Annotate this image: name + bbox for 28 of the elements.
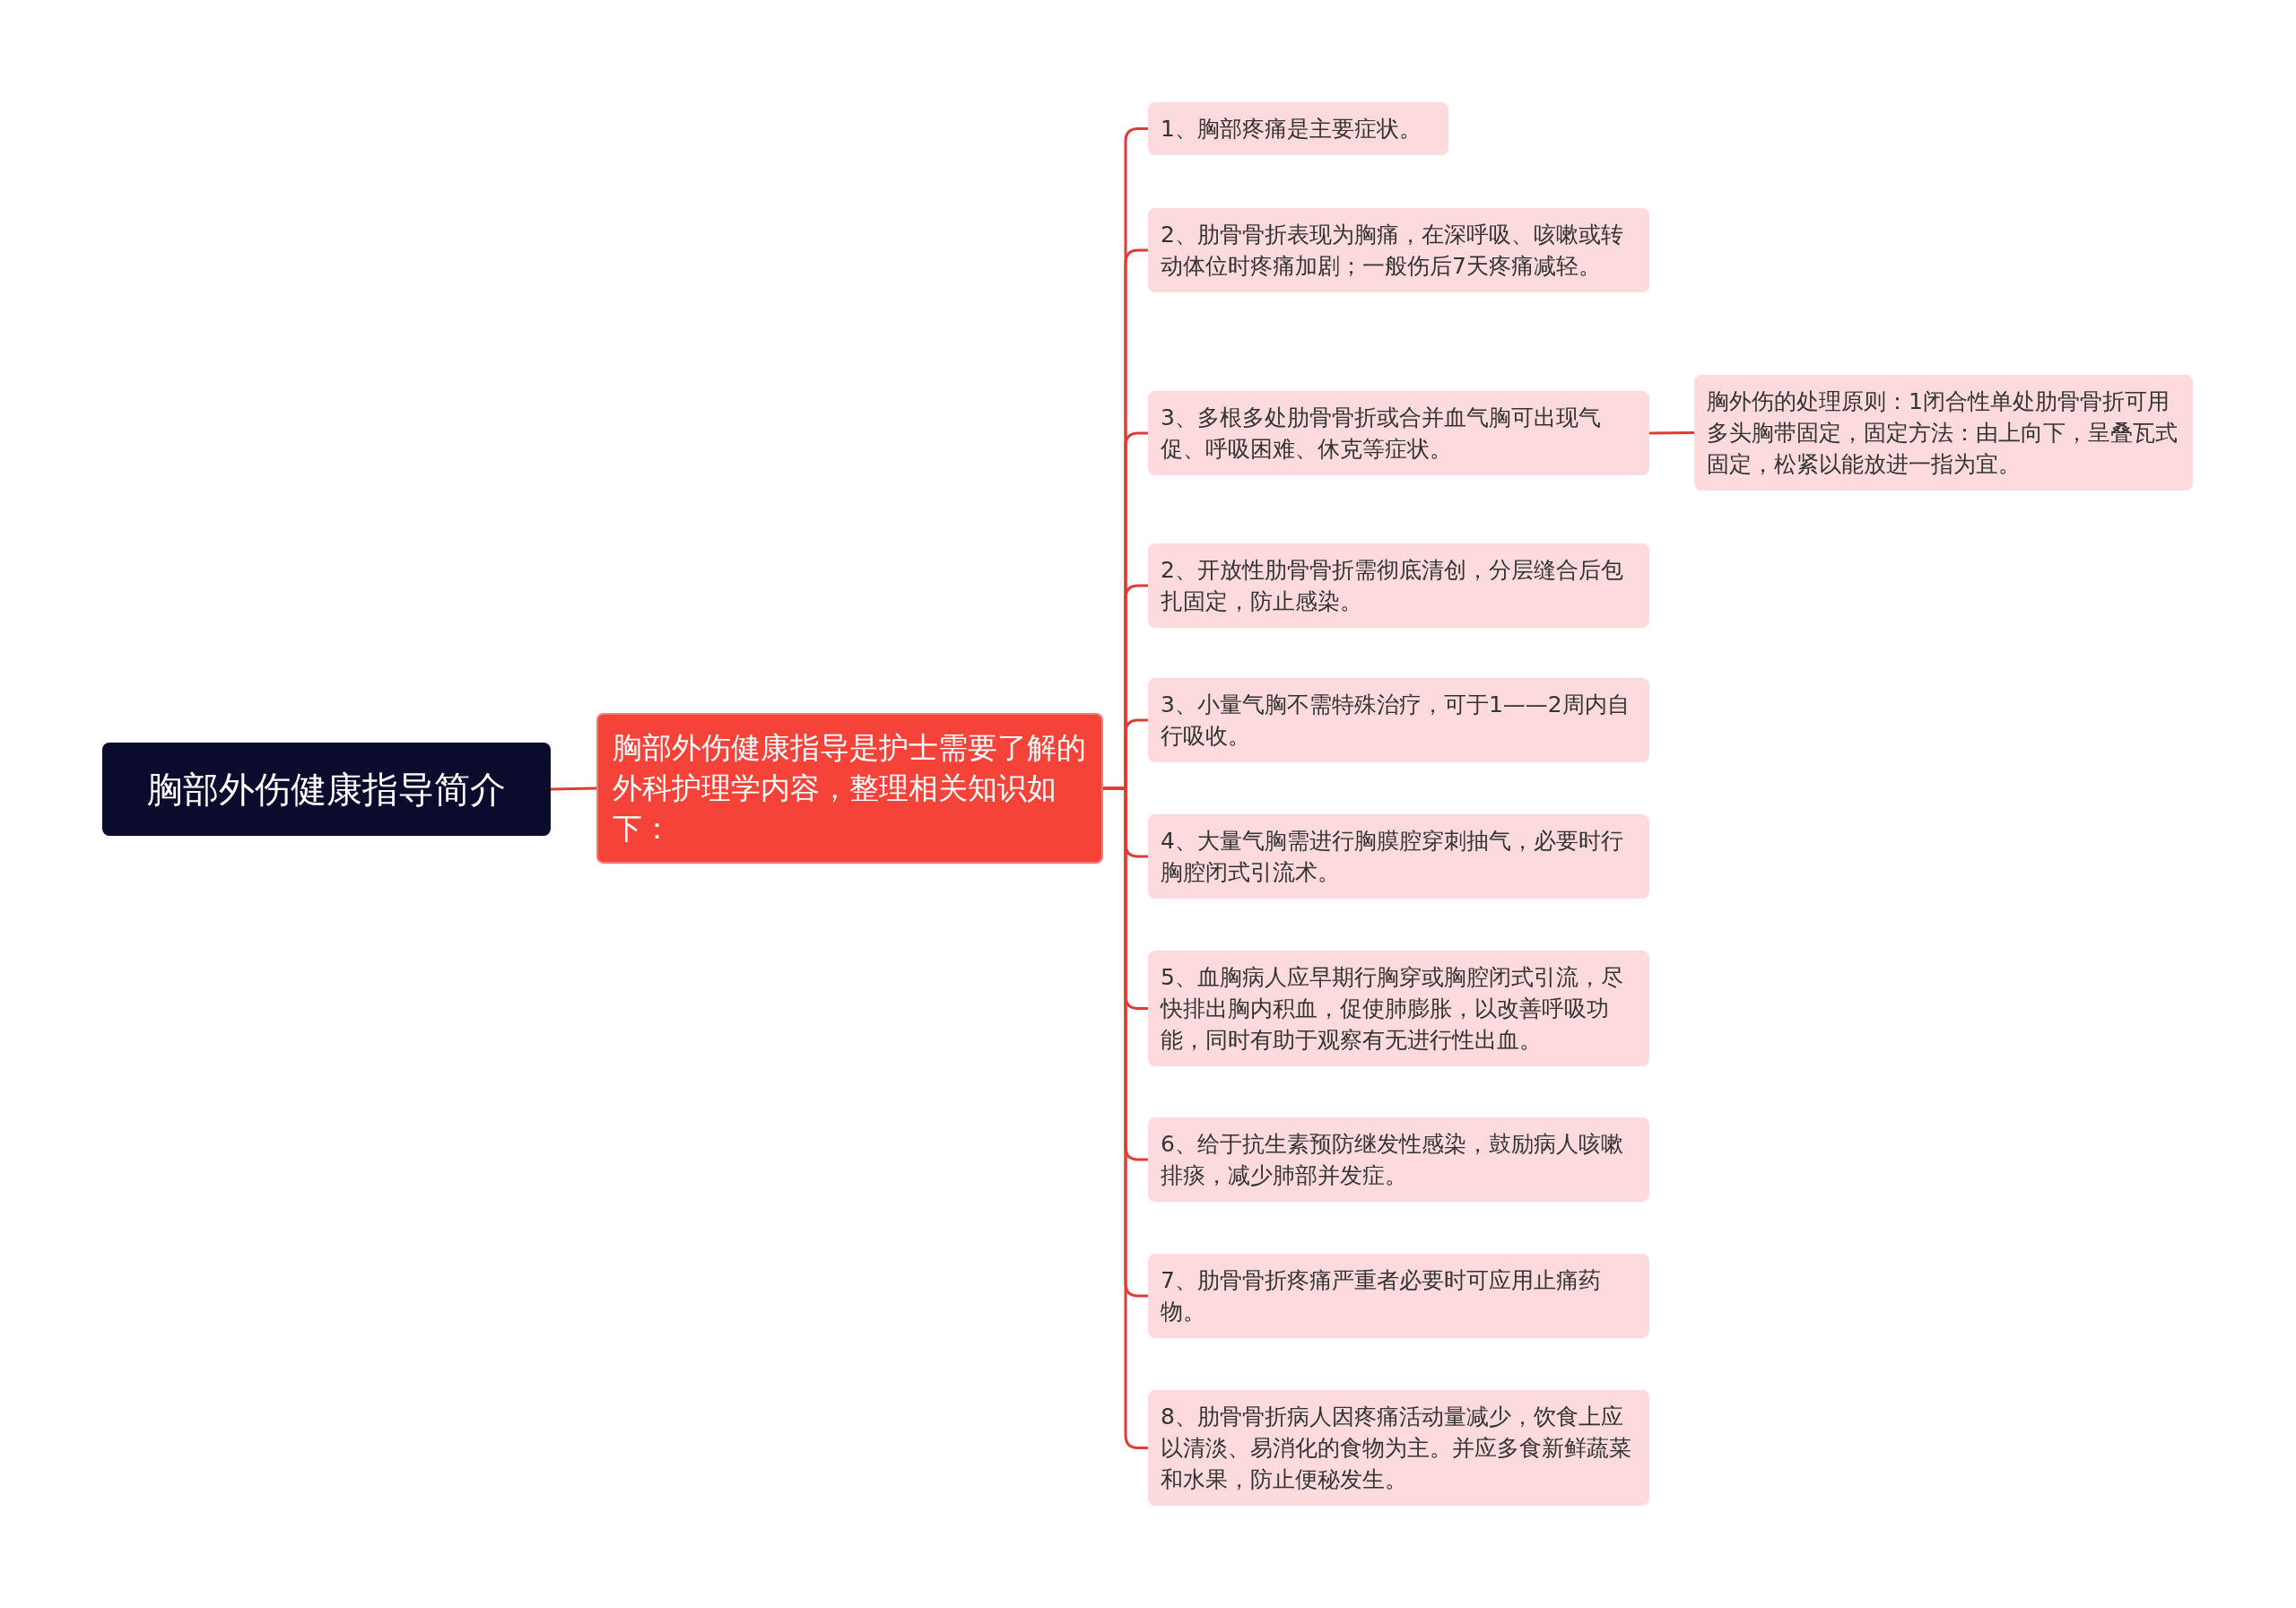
topic-text: 4、大量气胸需进行胸膜腔穿刺抽气，必要时行胸腔闭式引流术。 (1161, 827, 1624, 887)
topic-text: 8、肋骨骨折病人因疼痛活动量减少，饮食上应以清淡、易消化的食物为主。并应多食新鲜蔬菜和水果，防止便秘发生。 (1161, 1403, 1632, 1494)
subtopic-box (1148, 1254, 1649, 1338)
topic-text: 7、肋骨骨折疼痛严重者必要时可应用止痛药物。 (1161, 1266, 1602, 1326)
subtopic-box (1148, 678, 1649, 762)
topic-text: 6、给于抗生素预防继发性感染，鼓励病人咳嗽排痰，减少肺部并发症。 (1161, 1130, 1624, 1190)
subtopic-box (1148, 208, 1649, 292)
main-topic-box (596, 713, 1103, 864)
subtopic-box (1148, 814, 1649, 899)
topic-text: 3、小量气胸不需特殊治疗，可于1——2周内自行吸收。 (1161, 691, 1631, 751)
connector-line (1649, 431, 1694, 435)
subtopic-box (1148, 1390, 1649, 1506)
topic-text: 胸部外伤健康指导是护士需要了解的外科护理学内容，整理相关知识如下： (613, 729, 1087, 847)
topic-text: 2、开放性肋骨骨折需彻底清创，分层缝合后包扎固定，防止感染。 (1161, 556, 1624, 616)
subtopic-box (1148, 391, 1649, 475)
topic-text: 胸外伤的处理原则：1闭合性单处肋骨骨折可用多头胸带固定，固定方法：由上向下，呈叠瓦式固定，松紧以能放进一指为宜。 (1707, 387, 2179, 479)
topic-text: 3、多根多处肋骨骨折或合并血气胸可出现气促、呼吸困难、休克等症状。 (1161, 404, 1602, 464)
subtopic-box (1694, 375, 2193, 491)
topic-text: 1、胸部疼痛是主要症状。 (1161, 115, 1422, 143)
root-topic-box (102, 743, 551, 836)
subtopic-box (1148, 1117, 1649, 1202)
connector-line (550, 787, 597, 791)
subtopic-box (1148, 951, 1649, 1066)
topic-text: 胸部外伤健康指导简介 (147, 767, 506, 812)
subtopic-box (1148, 543, 1649, 628)
topic-text: 2、肋骨骨折表现为胸痛，在深呼吸、咳嗽或转动体位时疼痛加剧；一般伤后7天疼痛减轻。 (1161, 221, 1624, 281)
subtopic-box (1148, 102, 1448, 155)
topic-text: 5、血胸病人应早期行胸穿或胸腔闭式引流，尽快排出胸内积血，促使肺膨胀，以改善呼吸功能，同时有助于观察有无进行性出血。 (1161, 963, 1624, 1055)
